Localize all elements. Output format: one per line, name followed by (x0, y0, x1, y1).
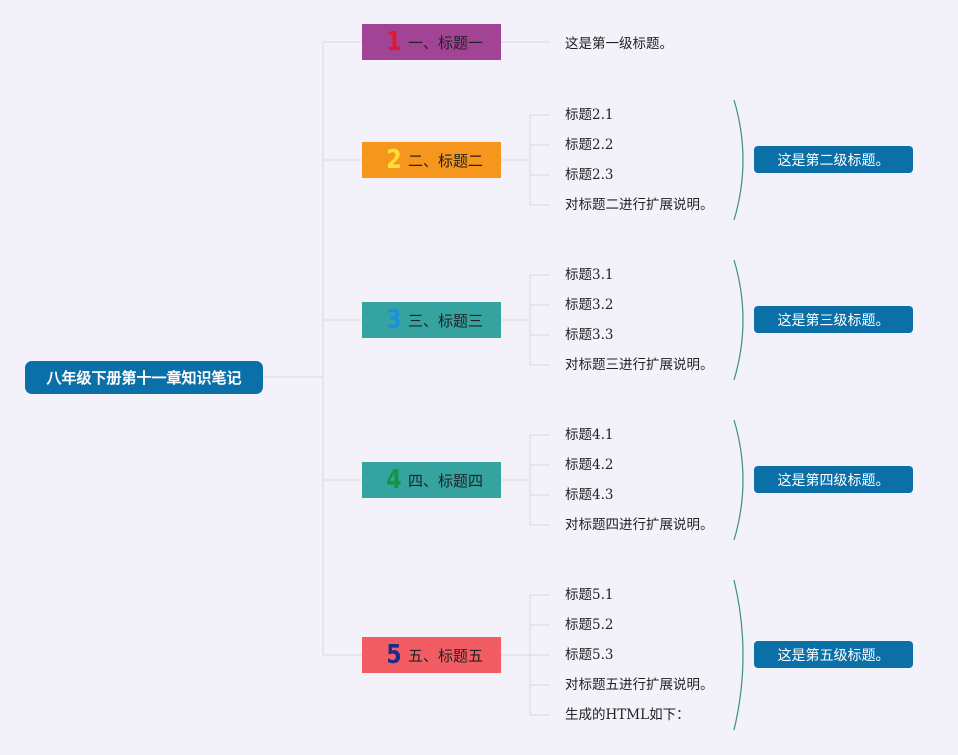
summary-box[interactable]: 这是第五级标题。 (754, 641, 913, 668)
leaf-item[interactable]: 标题3.2 (565, 297, 614, 313)
topic-number-icon: 2 (386, 145, 402, 175)
leaf-item[interactable]: 这是第一级标题。 (565, 36, 673, 52)
summary-box[interactable]: 这是第二级标题。 (754, 146, 913, 173)
topic-2[interactable]: 2 二、标题二 (362, 142, 501, 178)
leaf-item[interactable]: 标题2.3 (565, 167, 614, 183)
leaf-item[interactable]: 对标题二进行扩展说明。 (565, 197, 714, 213)
root-label: 八年级下册第十一章知识笔记 (46, 369, 242, 387)
leaf-item[interactable]: 对标题三进行扩展说明。 (565, 357, 714, 373)
leaf-item[interactable]: 标题2.1 (565, 107, 614, 123)
leaf-item[interactable]: 标题2.2 (565, 137, 614, 153)
root-topic[interactable]: 八年级下册第十一章知识笔记 (25, 361, 263, 394)
leaf-item[interactable]: 标题5.1 (565, 587, 614, 603)
topic-5[interactable]: 5 五、标题五 (362, 637, 501, 673)
leaf-item[interactable]: 标题3.1 (565, 267, 614, 283)
topic-label: 五、标题五 (408, 646, 484, 665)
topic-label: 二、标题二 (408, 151, 484, 170)
leaf-item[interactable]: 标题4.3 (565, 487, 614, 503)
leaf-item[interactable]: 对标题五进行扩展说明。 (565, 677, 714, 693)
topic-number-icon: 3 (386, 305, 402, 335)
leaf-item[interactable]: 标题5.3 (565, 647, 614, 663)
summary-bracket (733, 99, 744, 221)
topic-label: 一、标题一 (408, 33, 484, 52)
leaf-item[interactable]: 对标题四进行扩展说明。 (565, 517, 714, 533)
summary-bracket (733, 259, 744, 381)
summary-box[interactable]: 这是第四级标题。 (754, 466, 913, 493)
topic-3[interactable]: 3 三、标题三 (362, 302, 501, 338)
leaf-item[interactable]: 标题5.2 (565, 617, 614, 633)
leaf-item[interactable]: 标题4.2 (565, 457, 614, 473)
leaf-item[interactable]: 生成的HTML如下： (565, 707, 690, 723)
summary-bracket (733, 419, 744, 541)
topic-4[interactable]: 4 四、标题四 (362, 462, 501, 498)
topic-label: 三、标题三 (408, 311, 484, 330)
topic-label: 四、标题四 (408, 471, 484, 490)
leaf-item[interactable]: 标题3.3 (565, 327, 614, 343)
topic-number-icon: 5 (386, 640, 402, 670)
summary-bracket (733, 579, 744, 731)
topic-1[interactable]: 1 一、标题一 (362, 24, 501, 60)
summary-box[interactable]: 这是第三级标题。 (754, 306, 913, 333)
topic-number-icon: 1 (386, 27, 402, 57)
topic-number-icon: 4 (386, 465, 402, 495)
leaf-item[interactable]: 标题4.1 (565, 427, 614, 443)
